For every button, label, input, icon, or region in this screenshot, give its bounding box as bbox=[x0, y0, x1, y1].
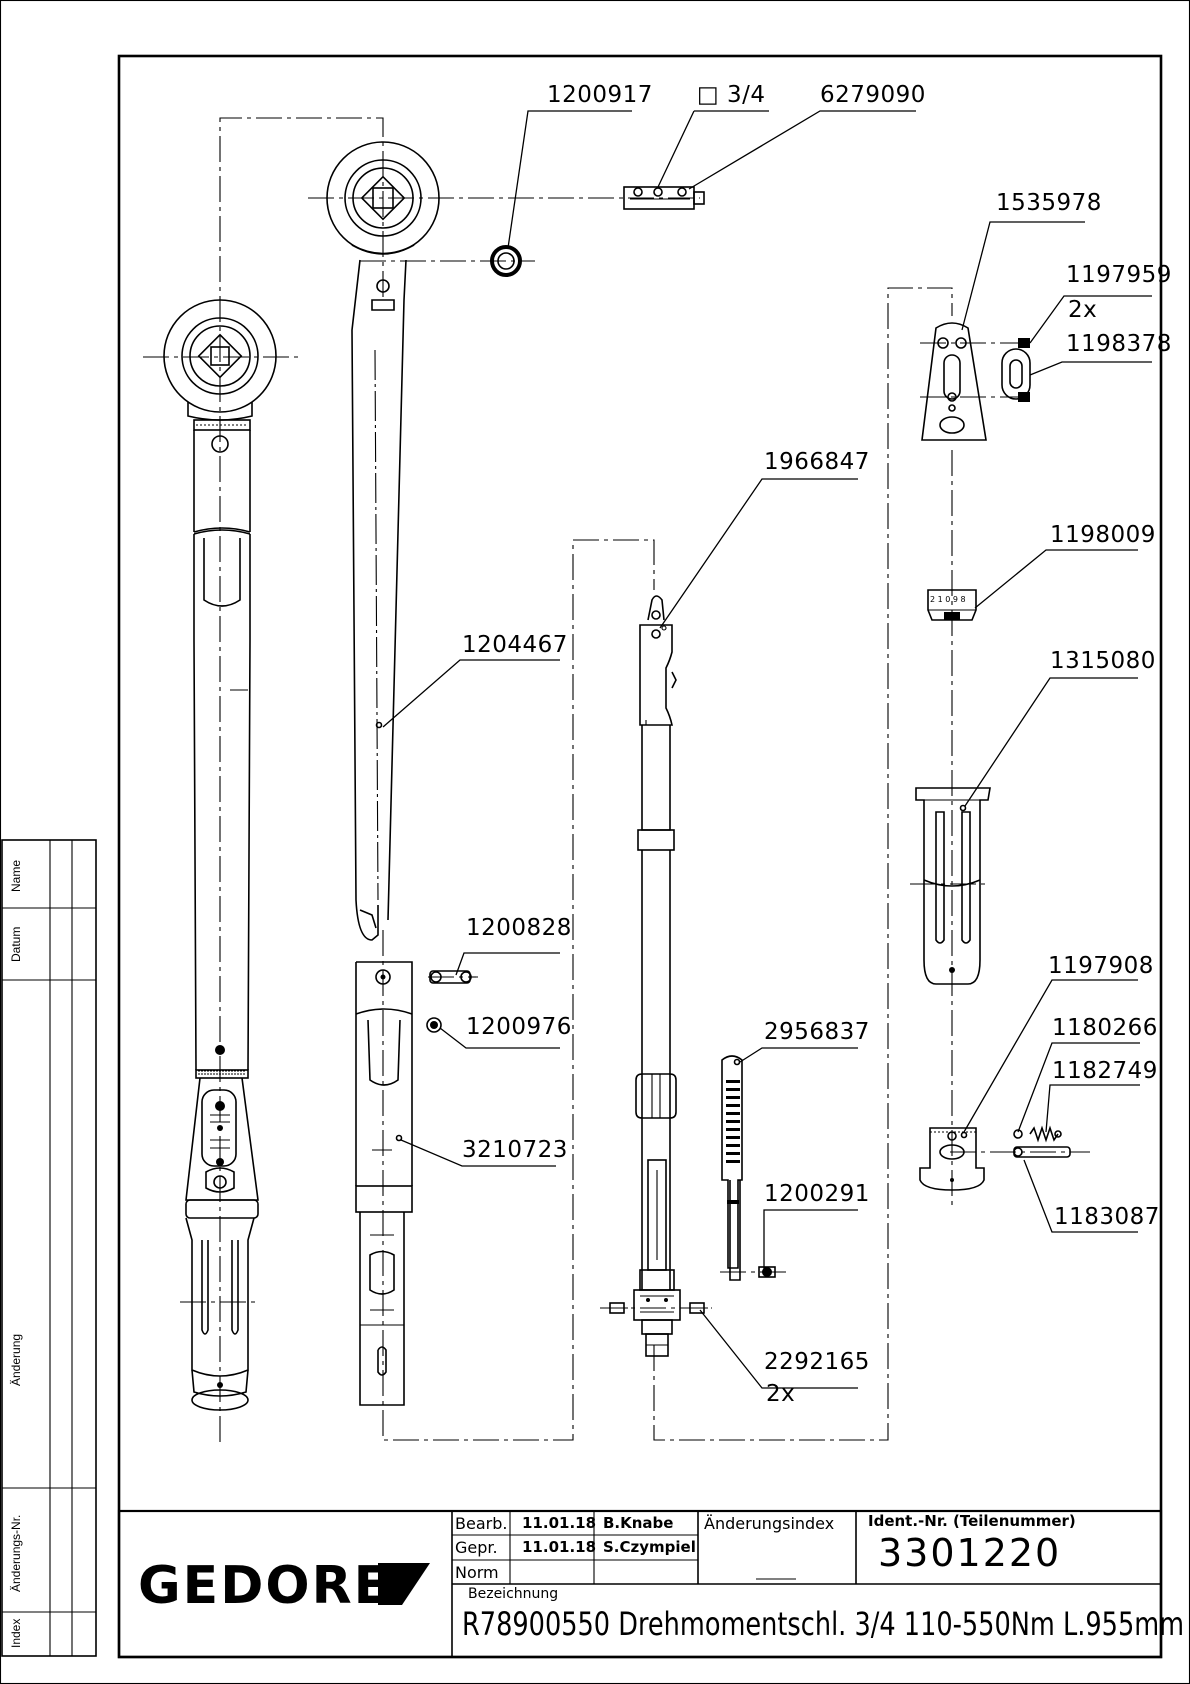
label-square-drive: □ 3/4 bbox=[697, 82, 766, 108]
label-1197959-qty: 2x bbox=[1068, 297, 1098, 323]
label-1182749: 1182749 bbox=[1052, 1058, 1158, 1084]
bezeichnung-label: Bezeichnung bbox=[468, 1586, 559, 1602]
bearb-date: 11.01.18 bbox=[522, 1514, 597, 1532]
label-1200828: 1200828 bbox=[466, 915, 572, 941]
drive-shaft bbox=[623, 186, 705, 210]
label-2292165-qty: 2x bbox=[766, 1381, 796, 1407]
label-1204467: 1204467 bbox=[462, 632, 568, 658]
bearb-name: B.Knabe bbox=[603, 1514, 674, 1532]
revision-block bbox=[1, 839, 97, 1657]
bezeichnung-value: R78900550 Drehmomentschl. 3/4 110-550Nm … bbox=[462, 1605, 1185, 1643]
title-block-frame bbox=[117, 1509, 1163, 1659]
label-1315080: 1315080 bbox=[1050, 648, 1156, 674]
aenderungsindex-label: Änderungsindex bbox=[704, 1514, 835, 1533]
end-cap-1197908 bbox=[919, 1125, 1071, 1191]
label-1535978: 1535978 bbox=[996, 190, 1102, 216]
label-1200917: 1200917 bbox=[547, 82, 653, 108]
label-3210723: 3210723 bbox=[462, 1137, 568, 1163]
rev-index-label: Index bbox=[9, 1618, 23, 1648]
housing-tube bbox=[355, 961, 413, 1406]
norm-label: Norm bbox=[455, 1563, 499, 1582]
label-6279090: 6279090 bbox=[820, 82, 926, 108]
label-1200976: 1200976 bbox=[466, 1014, 572, 1040]
gedore-logo: GEDORE bbox=[138, 1556, 392, 1616]
label-1198378: 1198378 bbox=[1066, 331, 1172, 357]
scale-strip bbox=[721, 1055, 776, 1281]
rev-name-label: Name bbox=[9, 859, 23, 892]
svg-text:2 1 0 9 8: 2 1 0 9 8 bbox=[930, 595, 966, 604]
rev-aenderungs-nr-label: Änderungs-Nr. bbox=[9, 1514, 23, 1592]
label-1198009: 1198009 bbox=[1050, 522, 1156, 548]
assembled-wrench bbox=[163, 299, 277, 1411]
grip-1315080 bbox=[915, 787, 991, 985]
gepr-date: 11.01.18 bbox=[522, 1538, 597, 1556]
label-1197959: 1197959 bbox=[1066, 262, 1172, 288]
ident-value: 3301220 bbox=[878, 1531, 1062, 1575]
gepr-name: S.Czympiel bbox=[603, 1538, 696, 1556]
label-2956837: 2956837 bbox=[764, 1019, 870, 1045]
ident-label: Ident.-Nr. (Teilenummer) bbox=[868, 1512, 1076, 1530]
label-2292165: 2292165 bbox=[764, 1349, 870, 1375]
leader-lines bbox=[382, 110, 1152, 1389]
gepr-label: Gepr. bbox=[455, 1538, 498, 1557]
rev-datum-label: Datum bbox=[9, 926, 23, 962]
pin-and-ball bbox=[426, 970, 476, 1033]
assembly-centerlines bbox=[143, 117, 1090, 1442]
gedore-logo-mark bbox=[378, 1563, 430, 1605]
nut-1198009: 2 1 0 9 8 bbox=[927, 589, 977, 621]
ratchet-lever bbox=[326, 141, 440, 941]
bearb-label: Bearb. bbox=[455, 1514, 508, 1533]
label-1200291: 1200291 bbox=[764, 1181, 870, 1207]
drawing-frame bbox=[117, 54, 1163, 1659]
label-1183087: 1183087 bbox=[1054, 1204, 1160, 1230]
inner-mechanism bbox=[606, 595, 708, 1357]
label-1180266: 1180266 bbox=[1052, 1015, 1158, 1041]
rev-aenderung-label: Änderung bbox=[9, 1333, 23, 1386]
label-1966847: 1966847 bbox=[764, 449, 870, 475]
bracket-1535978 bbox=[921, 322, 1031, 441]
label-1197908: 1197908 bbox=[1048, 953, 1154, 979]
ring-1200917 bbox=[490, 245, 522, 277]
